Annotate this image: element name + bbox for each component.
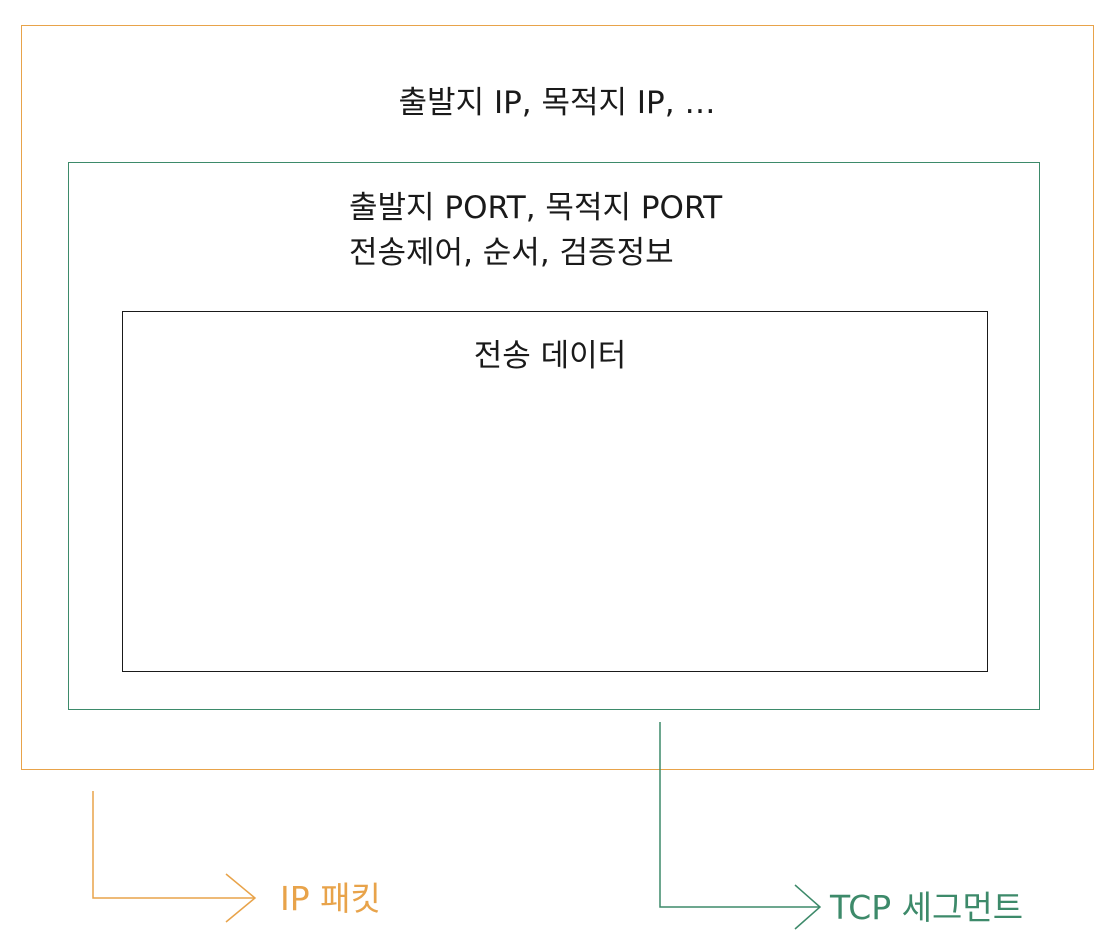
ip-packet-box bbox=[21, 25, 1094, 770]
ip-header-text: 출발지 IP, 목적지 IP, … bbox=[398, 85, 716, 121]
ip-packet-legend-label: IP 패킷 bbox=[280, 879, 381, 918]
ip-connector-arrowhead bbox=[225, 873, 257, 923]
tcp-header-line1: 출발지 PORT, 목적지 PORT bbox=[349, 190, 723, 226]
tcp-connector-arrowhead bbox=[794, 884, 822, 930]
tcp-header-line2: 전송제어, 순서, 검증정보 bbox=[349, 235, 674, 271]
ip-connector-line bbox=[92, 791, 255, 899]
data-title: 전송 데이터 bbox=[473, 338, 627, 374]
tcp-connector-line bbox=[659, 722, 820, 908]
tcp-segment-legend-label: TCP 세그먼트 bbox=[830, 888, 1024, 927]
tcp-segment-box bbox=[68, 162, 1040, 710]
data-box bbox=[122, 311, 988, 672]
